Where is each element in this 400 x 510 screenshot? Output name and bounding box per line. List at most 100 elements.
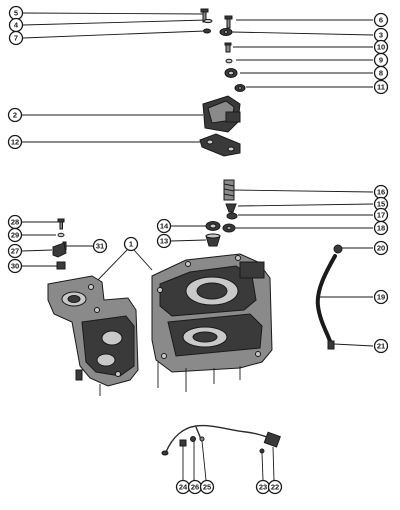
callout-11: 11 [373,79,389,95]
callout-label: 26 [191,483,199,492]
callout-label: 14 [160,222,169,231]
callout-label: 11 [377,83,385,92]
callout-22: 22 [267,479,283,495]
wire-harness [161,424,271,456]
callout-label: 5 [14,9,18,18]
screw-6 [224,15,233,29]
leader-16 [232,189,374,193]
leader-15 [237,203,374,207]
terminal-26 [190,436,196,442]
callout-1: 1 [123,236,139,252]
grommet-18 [222,223,236,233]
callout-label: 2 [13,111,17,120]
callout-label: 23 [259,483,267,492]
hose-19 [315,254,337,346]
callout-8: 8 [373,65,389,81]
callout-label: 24 [179,483,188,492]
callout-30: 30 [7,258,23,274]
callout-9: 9 [373,52,389,68]
leader-5 [22,12,206,15]
callout-label: 6 [379,16,383,25]
callout-13: 13 [156,233,172,249]
callout-6: 6 [373,12,389,28]
callout-20-right: 20 [373,240,389,256]
washer-7 [203,28,211,34]
callout-label: 31 [96,242,104,251]
callout-label: 4 [14,21,19,30]
callout-label: 29 [11,231,19,240]
leader-22 [272,446,275,481]
callout-29: 29 [7,227,23,243]
callout-label: 10 [377,43,385,52]
callout-17: 17 [373,207,389,223]
leader-7 [22,30,206,39]
callout-14: 14 [156,218,172,234]
callout-label: 21 [377,342,385,351]
seal-17 [226,212,238,220]
callout-label: 19 [377,293,385,302]
callout-25: 25 [199,479,215,495]
leader-21 [333,343,374,347]
leader-13 [170,239,207,242]
callout-label: 12 [11,138,19,147]
callout-18: 18 [373,220,389,236]
callout-label: 1 [129,240,133,249]
callout-label: 16 [377,188,385,197]
callout-28: 28 [7,214,23,230]
spring-16 [223,179,235,201]
callout-10: 10 [373,39,389,55]
callout-label: 9 [379,56,383,65]
callout-19: 19 [373,289,389,305]
callout-label: 27 [11,247,19,256]
fitting-20 [333,244,343,254]
washer-29 [57,232,65,238]
callout-12: 12 [7,134,23,150]
valve-15 [225,203,237,213]
cylinder-block-1 [151,253,273,373]
callout-23: 23 [255,479,271,495]
callout-24: 24 [175,479,191,495]
callout-label: 28 [11,218,19,227]
washer-14 [205,221,221,231]
washer-11 [234,84,246,92]
leader-lines [21,12,374,481]
callout-label: 20 [377,244,385,253]
studs [99,362,241,396]
callout-label: 25 [203,483,211,492]
bolt-10 [224,42,232,53]
connector-22 [263,431,281,448]
callout-5: 5 [8,5,24,21]
screw-28 [57,218,65,230]
terminal-23 [259,448,265,454]
leader-3 [231,31,374,36]
callout-16: 16 [373,184,389,200]
callout-label: 7 [14,34,18,43]
callout-label: 17 [377,211,385,220]
leader-23 [261,452,264,481]
washer-9 [225,58,233,64]
gasket-12 [199,133,241,157]
fitting-3 [219,28,233,36]
callout-3: 3 [373,27,389,43]
cup-13 [205,233,221,247]
clamp-27 [52,242,67,258]
callout-label: 22 [271,483,279,492]
callout-26: 26 [187,479,203,495]
grommet-8 [224,68,238,78]
callout-label: 15 [377,200,385,209]
bracket-2 [202,95,241,133]
callout-21: 21 [373,338,389,354]
leader-4 [22,19,208,26]
callout-label: 13 [160,237,168,246]
washer-4 [203,18,213,24]
callout-label: 30 [11,262,19,271]
callout-label: 8 [379,69,383,78]
clip-24 [179,439,187,447]
callout-2: 2 [7,107,23,123]
fitting-21 [327,340,335,350]
callout-7: 7 [8,30,24,46]
crankcase-cover-1 [47,275,139,387]
leader-27 [21,249,53,252]
leader-25 [201,440,207,481]
